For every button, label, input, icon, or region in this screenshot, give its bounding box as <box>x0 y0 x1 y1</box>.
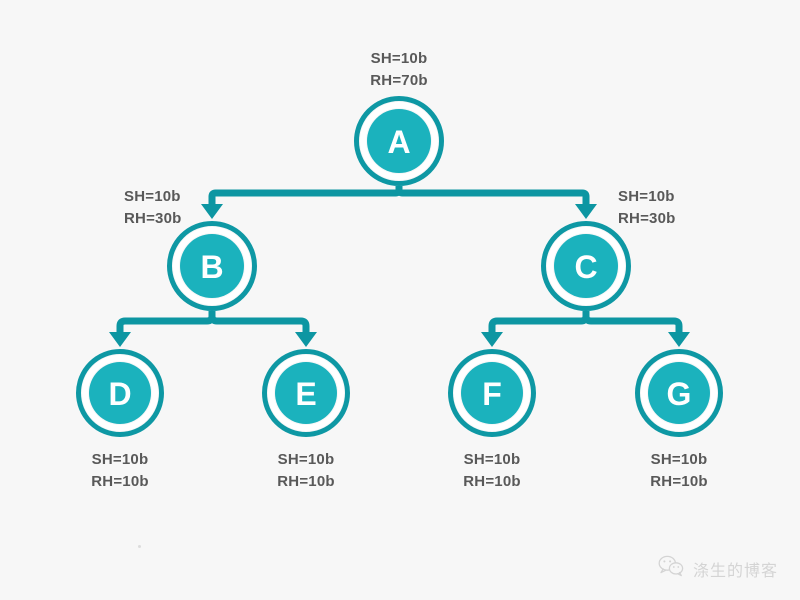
stray-dot <box>138 545 141 548</box>
wechat-icon <box>658 555 684 582</box>
node-a[interactable]: A <box>354 96 444 186</box>
edge-b-to-d <box>116 311 216 335</box>
edge-c-to-f <box>488 311 590 335</box>
annotation-line: RH=10b <box>650 472 708 490</box>
node-b[interactable]: B <box>167 221 257 311</box>
annotation-line: SH=10b <box>650 451 708 468</box>
node-label-c: C <box>574 249 597 285</box>
annotation-line: RH=10b <box>91 472 149 490</box>
edge-a-to-b <box>208 186 403 207</box>
node-label-f: F <box>482 376 502 412</box>
annotation-line: SH=10b <box>277 451 335 468</box>
node-f[interactable]: F <box>448 349 536 437</box>
arrowhead-b <box>201 204 223 219</box>
edge-b-to-e <box>208 311 310 335</box>
node-label-a: A <box>387 124 410 160</box>
node-e[interactable]: E <box>262 349 350 437</box>
arrowhead-c <box>575 204 597 219</box>
edge-a-to-c <box>395 186 590 207</box>
node-label-d: D <box>108 376 131 412</box>
arrowhead-d <box>109 332 131 347</box>
node-d[interactable]: D <box>76 349 164 437</box>
watermark: 涤生的博客 <box>658 555 778 582</box>
edge-layer <box>109 186 690 347</box>
annotation-line: RH=30b <box>124 209 182 227</box>
node-g[interactable]: G <box>635 349 723 437</box>
arrowhead-f <box>481 332 503 347</box>
node-label-g: G <box>667 376 692 412</box>
annotation-line: SH=10b <box>124 188 181 205</box>
node-label-b: B <box>200 249 223 285</box>
node-layer: A B C D E F G <box>76 96 723 437</box>
arrowhead-e <box>295 332 317 347</box>
watermark-label: 涤生的博客 <box>692 560 778 580</box>
annotation-line: SH=10b <box>618 188 675 205</box>
annotation-line: SH=10b <box>370 50 428 67</box>
annotation-line: SH=10b <box>91 451 149 468</box>
annotation-line: RH=30b <box>618 209 676 227</box>
node-c[interactable]: C <box>541 221 631 311</box>
edge-c-to-g <box>582 311 683 335</box>
annotation-line: RH=10b <box>463 472 521 490</box>
arrowhead-g <box>668 332 690 347</box>
node-label-e: E <box>295 376 316 412</box>
annotation-line: RH=10b <box>277 472 335 490</box>
annotation-line: SH=10b <box>463 451 521 468</box>
annotation-line: RH=70b <box>370 71 428 89</box>
